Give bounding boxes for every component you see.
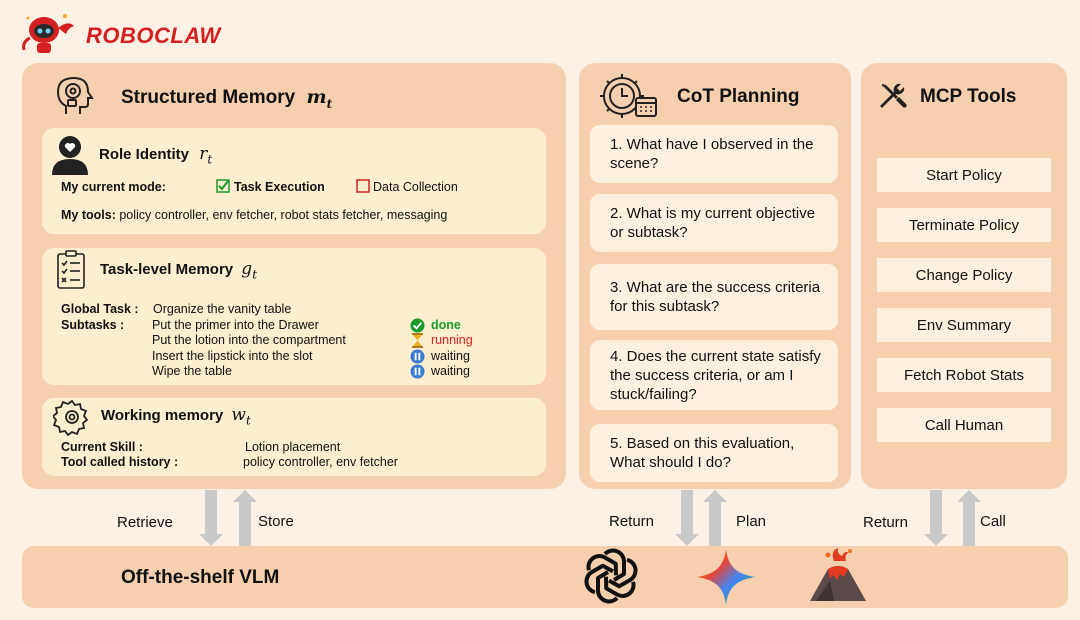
mcp-tool-start-policy[interactable]: Start Policy (877, 158, 1051, 192)
current-skill-value: Lotion placement (245, 440, 341, 454)
cot-step: 3. What are the success criteria for thi… (590, 264, 838, 330)
subtask-status: done (431, 318, 461, 332)
call-arrow (957, 490, 981, 546)
mcp-tools-title: MCP Tools (920, 86, 1017, 107)
subtask-text: Insert the lipstick into the slot (152, 349, 313, 363)
subtask-text: Wipe the table (152, 364, 232, 378)
pause-icon (410, 349, 425, 364)
global-task-label: Global Task : (61, 302, 139, 316)
structured-memory-title: Structured Memory mt (121, 86, 333, 111)
hourglass-icon (411, 333, 425, 348)
task-memory-title: Task-level Memory gt (100, 259, 258, 282)
cot-step: 4. Does the current state satisfy the su… (590, 340, 838, 410)
volcano-logo-icon (808, 547, 868, 608)
tool-history-value: policy controller, env fetcher (243, 455, 398, 469)
wrench-screwdriver-icon (876, 80, 908, 117)
store-label: Store (258, 513, 294, 530)
person-icon (50, 133, 90, 180)
clock-gear-icon (600, 72, 660, 127)
mcp-tool-call-human[interactable]: Call Human (877, 408, 1051, 442)
vlm-bar (22, 546, 1068, 608)
task-execution-label: Task Execution (234, 180, 325, 194)
cot-return-label: Return (609, 513, 655, 530)
mcp-tool-env-summary[interactable]: Env Summary (877, 308, 1051, 342)
role-identity-title: Role Identity rt (99, 144, 213, 167)
plan-arrow (703, 490, 727, 546)
retrieve-label: Retrieve (117, 514, 173, 531)
head-brain-icon (52, 74, 96, 123)
call-label: Call (980, 513, 1006, 530)
mcp-return-label: Return (863, 514, 909, 531)
subtasks-label: Subtasks : (61, 318, 125, 332)
subtask-status: waiting (431, 349, 470, 363)
task-memory-card (42, 248, 546, 385)
tool-history-label: Tool called history : (61, 455, 179, 469)
done-check-icon (410, 318, 425, 333)
tools-line: My tools: policy controller, env fetcher… (61, 208, 448, 222)
pause-icon (410, 364, 425, 379)
gear-icon (51, 398, 91, 441)
store-arrow (233, 490, 257, 546)
subtask-status: waiting (431, 364, 470, 378)
working-memory-card (42, 398, 546, 476)
subtask-status: running (431, 333, 473, 347)
arrows-layer (199, 490, 981, 546)
cot-step: 1. What have I observed in the scene? (590, 125, 838, 183)
working-memory-title: Working memory wt (101, 405, 251, 428)
mcp-tool-change-policy[interactable]: Change Policy (877, 258, 1051, 292)
brand-name: ROBOCLAW (86, 23, 221, 48)
role-identity-card (42, 128, 546, 234)
plan-label: Plan (736, 513, 767, 530)
data-collection-checkbox[interactable] (356, 179, 370, 193)
cot-step: 5. Based on this evaluation, What should… (590, 424, 838, 482)
mode-label: My current mode: (61, 180, 166, 194)
subtask-text: Put the primer into the Drawer (152, 318, 319, 332)
current-skill-label: Current Skill : (61, 440, 143, 454)
task-execution-checkbox[interactable] (216, 179, 230, 193)
mcp-tool-terminate-policy[interactable]: Terminate Policy (877, 208, 1051, 242)
retrieve-arrow (199, 490, 223, 546)
data-collection-label: Data Collection (373, 180, 458, 194)
openai-logo-icon (582, 547, 640, 610)
cot-step: 2. What is my current objective or subta… (590, 194, 838, 252)
global-task-value: Organize the vanity table (153, 302, 292, 316)
mcp-tool-fetch-robot-stats[interactable]: Fetch Robot Stats (877, 358, 1051, 392)
cot-planning-title: CoT Planning (677, 86, 800, 107)
gemini-logo-icon (696, 548, 756, 611)
subtask-text: Put the lotion into the compartment (152, 333, 346, 347)
vlm-title: Off-the-shelf VLM (121, 567, 280, 588)
mcp-return-arrow (924, 490, 948, 546)
cot-return-arrow (675, 490, 699, 546)
checklist-icon (56, 250, 86, 295)
robot-logo-icon (20, 10, 78, 56)
